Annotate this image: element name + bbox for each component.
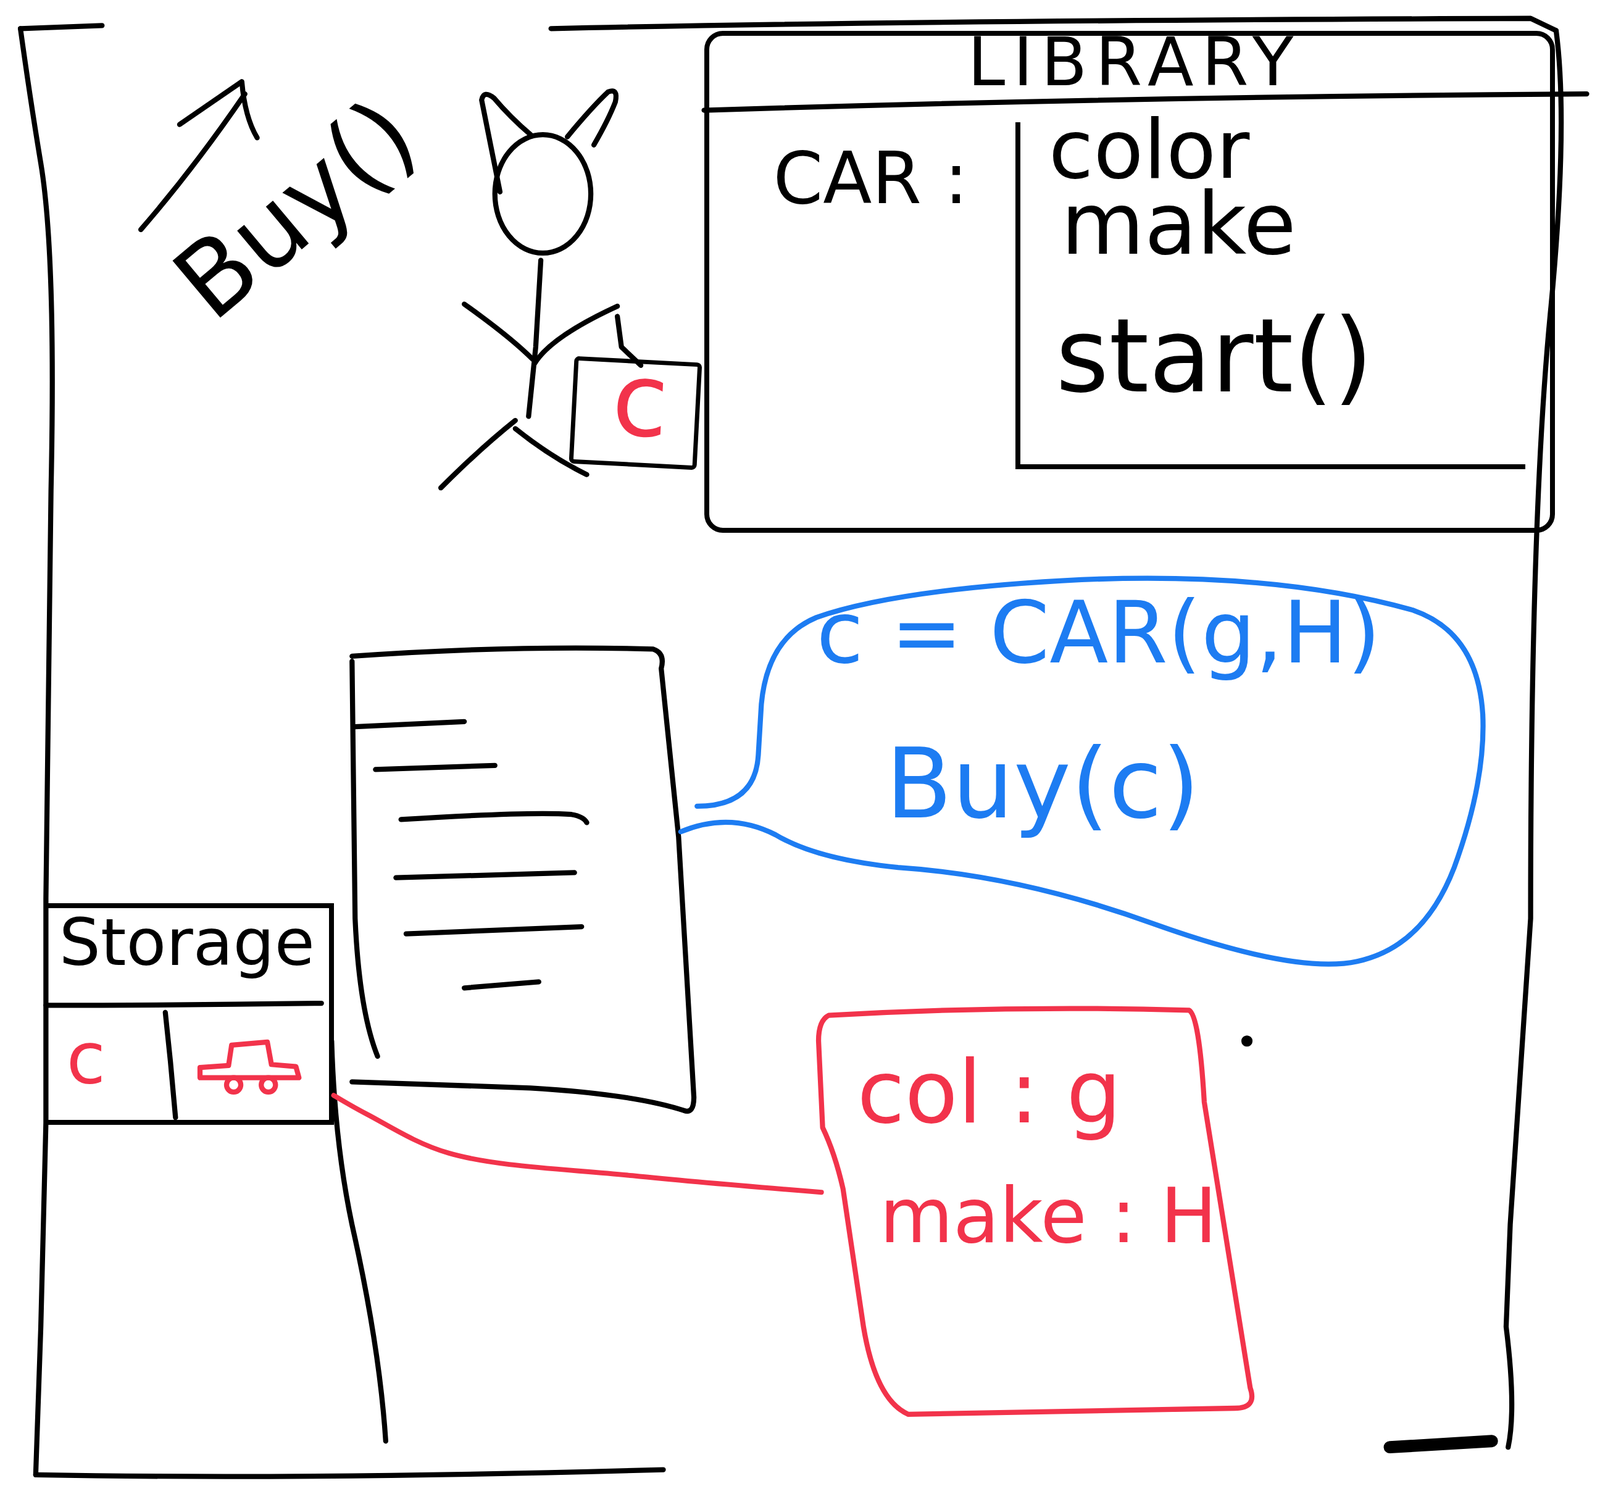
document-line — [406, 926, 582, 934]
table-header-divider — [45, 1003, 321, 1005]
car-icon — [200, 1041, 299, 1092]
car-wheel — [226, 1077, 241, 1092]
method-call-note: Buy() — [154, 77, 438, 341]
document-line — [395, 872, 575, 878]
document-outline — [351, 661, 378, 1057]
frame-left — [20, 28, 53, 1475]
figure-ear — [567, 90, 617, 145]
document-line — [401, 813, 588, 823]
frame-corner-mark — [1389, 1440, 1492, 1447]
held-object-box: c — [568, 356, 702, 470]
object-box-outline-group — [818, 1008, 1252, 1415]
class-car-box: CAR :colormakestart() — [1015, 122, 1526, 470]
code-line: c = CAR(g,H) — [816, 585, 1381, 681]
reference-line — [333, 1095, 822, 1192]
method-name: start() — [1055, 300, 1373, 413]
sketch-lines — [20, 18, 1587, 1477]
figure-arm — [534, 306, 618, 364]
object-box: col : g make : H — [821, 1008, 1259, 1415]
variable-name: c — [573, 341, 707, 460]
divider-line — [331, 1040, 386, 1441]
code-callout-shape — [680, 578, 1484, 965]
figure-head — [495, 134, 591, 254]
car-wheel — [261, 1077, 276, 1092]
figure-body — [528, 260, 541, 417]
frame-bottom — [35, 1469, 664, 1477]
figure-leg — [515, 428, 588, 475]
document-line — [375, 765, 495, 770]
frame-top-left — [20, 25, 102, 29]
code-callout: c = CAR(g,H) Buy(c) — [765, 576, 1485, 873]
document-outline — [351, 648, 694, 1112]
car-body — [200, 1041, 299, 1078]
table-title: Storage — [59, 906, 315, 979]
attribute-name: make — [1061, 177, 1297, 272]
document-line — [464, 981, 539, 988]
table-cell: c — [66, 1019, 106, 1098]
figure-arm — [464, 304, 533, 360]
class-library-box: LIBRARYCAR :colormakestart() — [704, 30, 1556, 533]
figure-ear — [481, 94, 531, 192]
library-title: LIBRARY — [709, 25, 1561, 100]
table-column-divider — [165, 1012, 176, 1118]
field-value: col : g — [857, 1045, 1122, 1141]
code-callout-outline-group — [680, 578, 1484, 965]
buy-arrow-head — [179, 81, 258, 138]
document-line — [354, 721, 465, 727]
field-value: make : H — [879, 1174, 1218, 1259]
figure-leg — [440, 420, 516, 488]
code-line: Buy(c) — [885, 730, 1200, 838]
stray-dot — [1243, 1037, 1250, 1044]
class-name: CAR : — [772, 139, 968, 218]
object-box-shape — [818, 1008, 1252, 1415]
